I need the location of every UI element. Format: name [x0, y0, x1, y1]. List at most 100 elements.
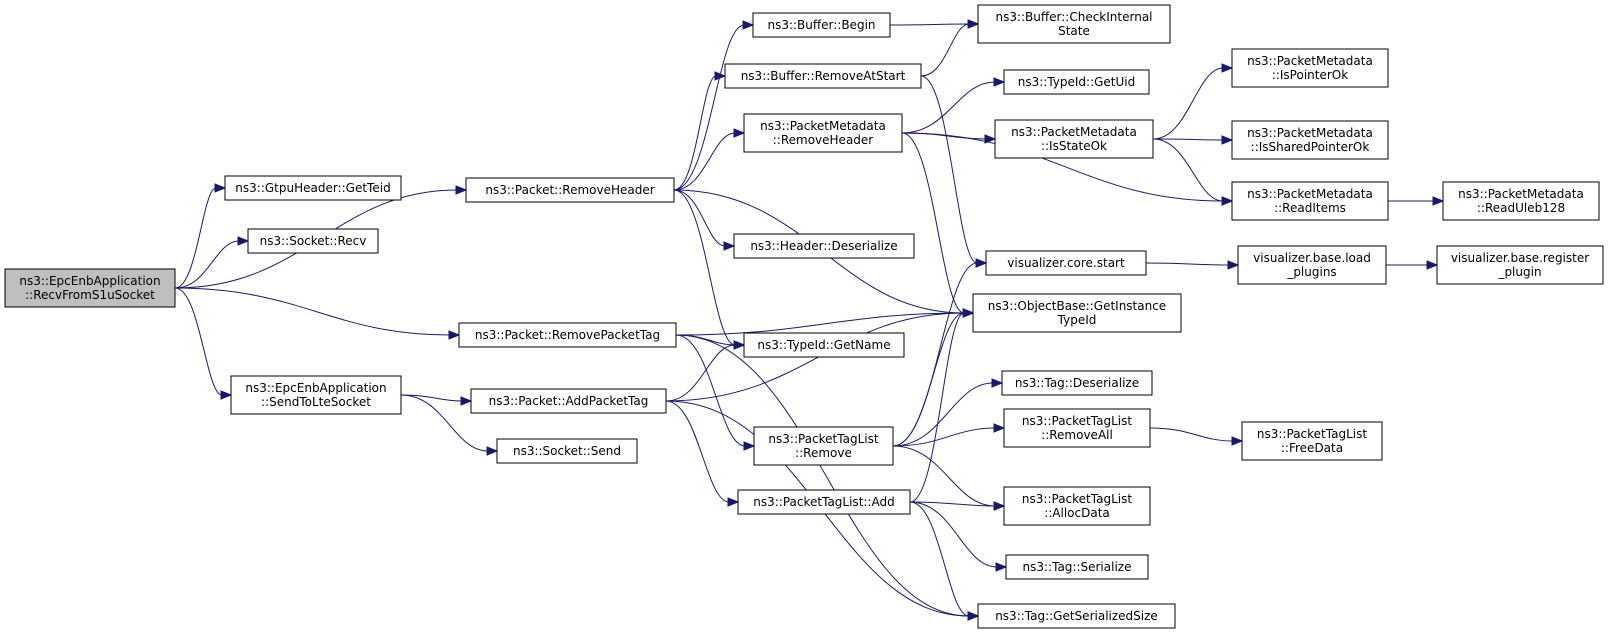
node-socket-send[interactable]: ns3::Socket::Send	[496, 438, 638, 464]
node-socket-recv[interactable]: ns3::Socket::Recv	[247, 228, 379, 254]
arrowhead-icon	[742, 20, 755, 30]
arrowhead-icon	[1227, 260, 1240, 270]
node-label-line: ns3::EpcEnbApplication	[245, 381, 386, 395]
node-typeid-getuid[interactable]: ns3::TypeId::GetUid	[1003, 69, 1150, 95]
edge-pm_isstateok-to-pm_issharedpointerok	[1152, 135, 1234, 145]
arrowhead-icon	[220, 390, 233, 400]
arrowhead-icon	[743, 441, 756, 451]
node-root[interactable]: ns3::EpcEnbApplication::RecvFromS1uSocke…	[4, 268, 176, 308]
node-label-line: ns3::Header::Deserialize	[750, 239, 897, 253]
node-gtpu-getteid[interactable]: ns3::GtpuHeader::GetTeid	[224, 175, 402, 201]
node-ptl-add[interactable]: ns3::PacketTagList::Add	[737, 489, 911, 515]
node-label-line: ns3::PacketMetadata	[760, 119, 886, 133]
node-ptl-removeall[interactable]: ns3::PacketTagList::RemoveAll	[1003, 408, 1151, 448]
node-label-line: ns3::PacketTagList	[1022, 414, 1132, 428]
edge-pkt_addpackettag-to-typeid_getname	[665, 340, 746, 402]
node-label-line: ns3::Buffer::RemoveAtStart	[741, 69, 906, 83]
edge-pm_removeheader-to-pm_isstateok	[901, 132, 997, 144]
arrowhead-icon	[237, 236, 250, 246]
node-label-line: ::ReadItems	[1274, 201, 1346, 215]
edge-ptl_removeall-to-ptl_freedata	[1149, 427, 1244, 446]
node-tag-getserializedsize[interactable]: ns3::Tag::GetSerializedSize	[977, 603, 1176, 629]
node-label-line: ::IsStateOk	[1041, 139, 1107, 153]
node-label-line: ns3::PacketMetadata	[1011, 125, 1137, 139]
node-tag-deserialize[interactable]: ns3::Tag::Deserialize	[1001, 370, 1153, 396]
edge-pm_isstateok-to-pm_readitems	[1152, 138, 1234, 206]
edge-pkt_removeheader-to-pm_removeheader	[673, 128, 746, 191]
arrowhead-icon	[967, 611, 980, 621]
node-vis-base-registerplugin[interactable]: visualizer.base.register_plugin	[1436, 245, 1604, 285]
node-label-line: ::RecvFromS1uSocket	[25, 288, 155, 302]
arrowhead-icon	[1221, 196, 1234, 206]
node-label-line: ns3::PacketMetadata	[1458, 187, 1584, 201]
edge-vis_base_loadplugins-to-vis_base_registerplugin	[1385, 260, 1439, 270]
node-label-line: ns3::TypeId::GetUid	[1018, 75, 1136, 89]
arrowhead-icon	[723, 241, 736, 251]
node-pm-issharedpointerok[interactable]: ns3::PacketMetadata::IsSharedPointerOk	[1231, 120, 1389, 160]
node-label-line: ns3::PacketMetadata	[1247, 54, 1373, 68]
node-pm-removeheader[interactable]: ns3::PacketMetadata::RemoveHeader	[743, 113, 903, 153]
edge-ptl_remove-to-vis_core_start	[892, 258, 988, 447]
node-label-line: ns3::Socket::Send	[513, 444, 621, 458]
arrowhead-icon	[975, 258, 988, 268]
arrowhead-icon	[995, 562, 1008, 572]
node-pm-readuleb128[interactable]: ns3::PacketMetadata::ReadUleb128	[1442, 181, 1600, 221]
arrowhead-icon	[486, 446, 499, 456]
node-label-line: ns3::GtpuHeader::GetTeid	[235, 181, 390, 195]
node-label-line: ns3::Buffer::Begin	[767, 18, 875, 32]
node-label-line: ::RemoveHeader	[773, 133, 874, 147]
node-label-line: ns3::TypeId::GetName	[757, 338, 890, 352]
node-label-line: ::FreeData	[1281, 441, 1343, 455]
arrowhead-icon	[1221, 135, 1234, 145]
node-label-line: ns3::PacketTagList	[1022, 492, 1132, 506]
node-pkt-removeheader[interactable]: ns3::Packet::RemoveHeader	[465, 177, 675, 203]
node-buf-removeatstart[interactable]: ns3::Buffer::RemoveAtStart	[724, 63, 922, 89]
arrowhead-icon	[984, 134, 997, 144]
node-pkt-removepackettag[interactable]: ns3::Packet::RemovePacketTag	[458, 322, 677, 348]
node-label-line: visualizer.base.load	[1253, 251, 1371, 265]
edge-sendtolte-to-socket_send	[400, 394, 499, 456]
arrowhead-icon	[991, 378, 1004, 388]
arrowhead-icon	[733, 340, 746, 350]
arrowhead-icon	[214, 183, 227, 193]
node-pm-readitems[interactable]: ns3::PacketMetadata::ReadItems	[1231, 181, 1389, 221]
node-ptl-freedata[interactable]: ns3::PacketTagList::FreeData	[1241, 421, 1383, 461]
edge-pkt_removeheader-to-buf_removeatstart	[673, 71, 727, 191]
node-tag-serialize[interactable]: ns3::Tag::Serialize	[1005, 554, 1149, 580]
node-label-line: ::SendToLteSocket	[261, 395, 371, 409]
edge-ptl_add-to-tag_getserializedsize	[909, 501, 980, 621]
node-header-deserialize[interactable]: ns3::Header::Deserialize	[733, 233, 915, 259]
arrowhead-icon	[1231, 436, 1244, 446]
node-label-line: ns3::ObjectBase::GetInstance	[988, 299, 1166, 313]
edge-root-to-socket_recv	[174, 236, 250, 289]
node-label-line: ns3::PacketTagList	[768, 432, 878, 446]
node-label-line: _plugins	[1286, 265, 1336, 279]
node-pkt-addpackettag[interactable]: ns3::Packet::AddPacketTag	[470, 388, 667, 414]
edge-pkt_removeheader-to-header_deserialize	[673, 189, 736, 251]
node-sendtolte[interactable]: ns3::EpcEnbApplication::SendToLteSocket	[230, 375, 402, 415]
edge-buf_begin-to-buf_checkinternal	[889, 19, 980, 29]
edge-pkt_removeheader-to-buf_begin	[673, 20, 755, 191]
edge-pm_removeheader-to-typeid_getuid	[901, 77, 1006, 134]
arrowhead-icon	[727, 497, 740, 507]
arrowhead-icon	[962, 308, 975, 318]
edge-root-to-gtpu_getteid	[174, 183, 227, 289]
node-pm-ispointerok[interactable]: ns3::PacketMetadata::IsPointerOk	[1231, 48, 1389, 88]
node-label-line: ns3::Tag::Serialize	[1023, 560, 1132, 574]
node-vis-core-start[interactable]: visualizer.core.start	[985, 250, 1147, 276]
edge-root-to-pkt_removepackettag	[174, 287, 461, 340]
arrowhead-icon	[1221, 63, 1234, 73]
node-typeid-getname[interactable]: ns3::TypeId::GetName	[743, 332, 905, 358]
node-pm-isstateok[interactable]: ns3::PacketMetadata::IsStateOk	[994, 119, 1154, 159]
arrowhead-icon	[733, 128, 746, 138]
node-ptl-allocdata[interactable]: ns3::PacketTagList::AllocData	[1003, 486, 1151, 526]
node-label-line: ns3::PacketMetadata	[1247, 187, 1373, 201]
node-buf-begin[interactable]: ns3::Buffer::Begin	[752, 12, 891, 38]
node-vis-base-loadplugins[interactable]: visualizer.base.load_plugins	[1237, 245, 1387, 285]
node-label-line: visualizer.base.register	[1451, 251, 1589, 265]
edge-pm_isstateok-to-pm_ispointerok	[1152, 63, 1234, 140]
node-ptl-remove[interactable]: ns3::PacketTagList::Remove	[753, 426, 894, 466]
